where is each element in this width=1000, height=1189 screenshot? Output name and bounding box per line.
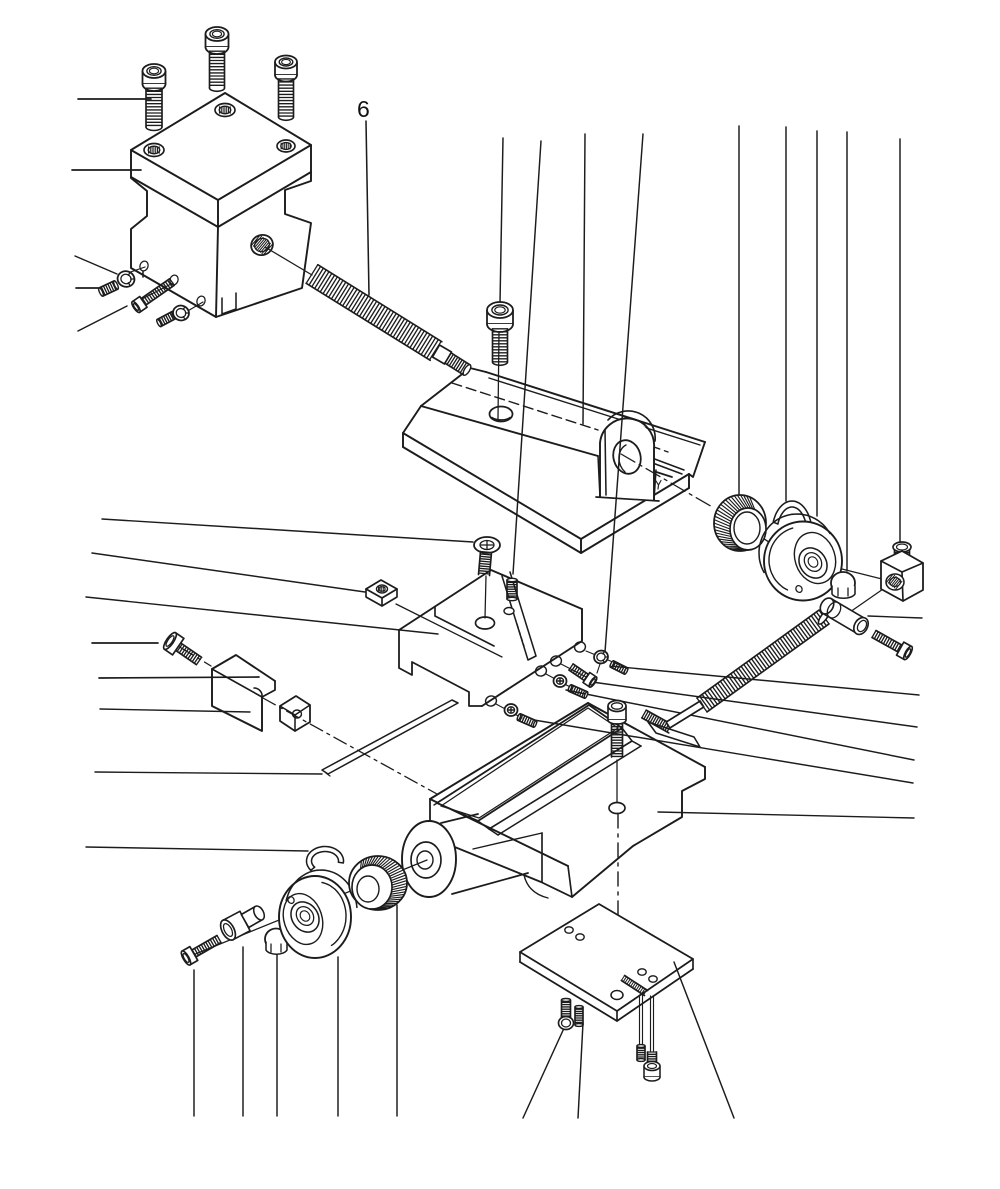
svg-text:6: 6 (357, 96, 370, 122)
